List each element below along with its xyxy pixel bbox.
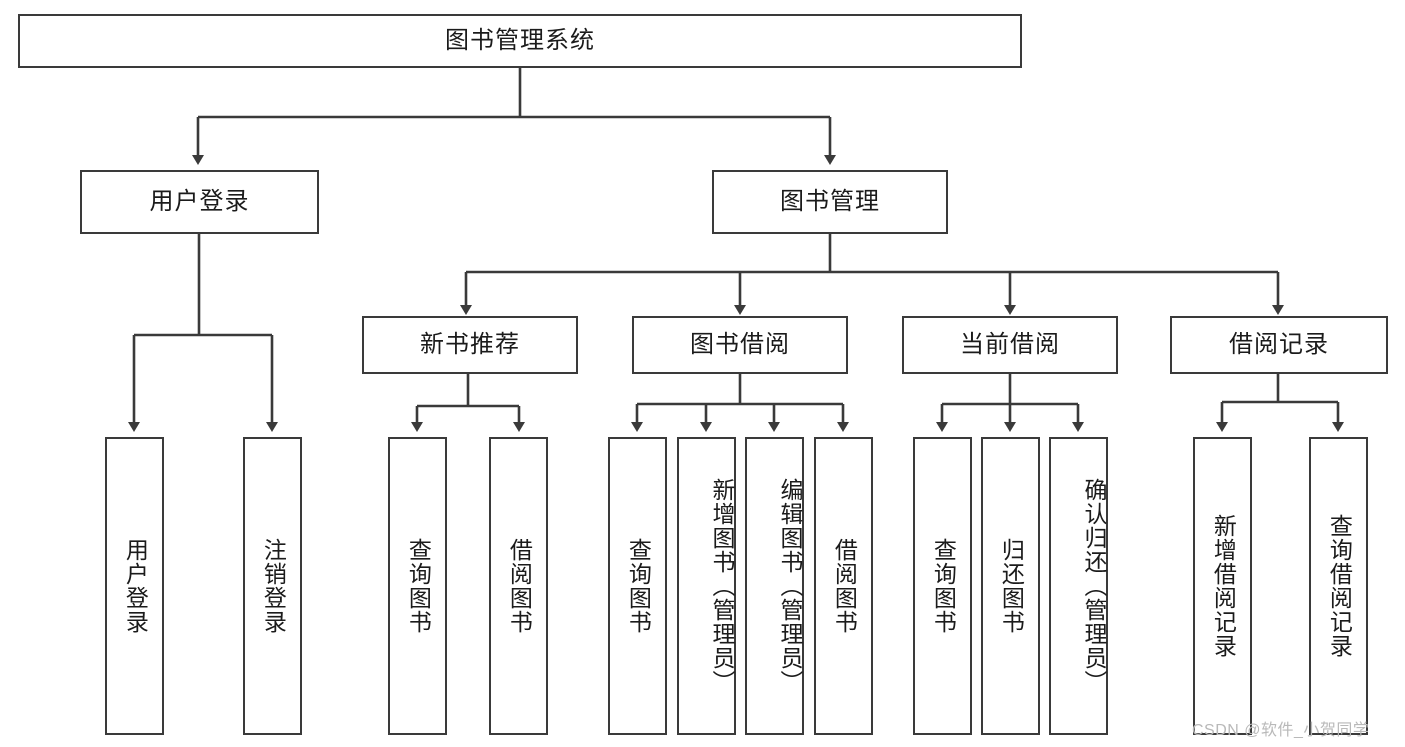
node-label: 编辑图书（管理员） <box>777 478 803 694</box>
node-leaf-query-borrow-record[interactable]: 查询借阅记录 <box>1309 437 1368 735</box>
node-leaf-borrow-book-1[interactable]: 借阅图书 <box>489 437 548 735</box>
node-label: 查询借阅记录 <box>1326 514 1353 658</box>
node-label: 借阅图书 <box>831 538 858 634</box>
csdn-watermark: CSDN @软件_小贺同学 <box>1192 722 1370 739</box>
node-leaf-add-borrow-record[interactable]: 新增借阅记录 <box>1193 437 1252 735</box>
node-book-borrow[interactable]: 图书借阅 <box>632 316 848 374</box>
node-leaf-logout-login[interactable]: 注销登录 <box>243 437 302 735</box>
node-label: 新增借阅记录 <box>1210 514 1237 658</box>
node-borrow-record[interactable]: 借阅记录 <box>1170 316 1388 374</box>
node-current-borrow[interactable]: 当前借阅 <box>902 316 1118 374</box>
node-book-management-system[interactable]: 图书管理系统 <box>18 14 1022 68</box>
node-label: 归还图书 <box>998 538 1025 634</box>
node-label: 新书推荐 <box>420 330 520 358</box>
node-label: 新增图书（管理员） <box>709 478 735 694</box>
node-label: 注销登录 <box>260 538 287 634</box>
node-label: 查询图书 <box>930 538 957 634</box>
node-leaf-return-book[interactable]: 归还图书 <box>981 437 1040 735</box>
node-label: 查询图书 <box>625 538 652 634</box>
node-leaf-query-book-2[interactable]: 查询图书 <box>608 437 667 735</box>
node-leaf-add-book-admin[interactable]: 新增图书（管理员） <box>677 437 736 735</box>
node-leaf-user-login[interactable]: 用户登录 <box>105 437 164 735</box>
node-label: 用户登录 <box>149 187 250 215</box>
node-user-login[interactable]: 用户登录 <box>80 170 319 234</box>
node-leaf-query-book-1[interactable]: 查询图书 <box>388 437 447 735</box>
node-label: 确认归还（管理员） <box>1081 478 1107 694</box>
node-label: 图书管理 <box>780 187 880 215</box>
node-label: 图书管理系统 <box>445 26 595 54</box>
node-label: 查询图书 <box>405 538 432 634</box>
node-leaf-query-book-3[interactable]: 查询图书 <box>913 437 972 735</box>
node-leaf-edit-book-admin[interactable]: 编辑图书（管理员） <box>745 437 804 735</box>
node-label: 借阅图书 <box>506 538 533 634</box>
node-label: 图书借阅 <box>690 330 790 358</box>
node-label: 当前借阅 <box>960 330 1060 358</box>
node-leaf-confirm-return-admin[interactable]: 确认归还（管理员） <box>1049 437 1108 735</box>
node-new-book-recommend[interactable]: 新书推荐 <box>362 316 578 374</box>
node-label: 借阅记录 <box>1229 330 1329 358</box>
node-leaf-borrow-book-2[interactable]: 借阅图书 <box>814 437 873 735</box>
node-label: 用户登录 <box>122 538 149 634</box>
node-book-management[interactable]: 图书管理 <box>712 170 948 234</box>
